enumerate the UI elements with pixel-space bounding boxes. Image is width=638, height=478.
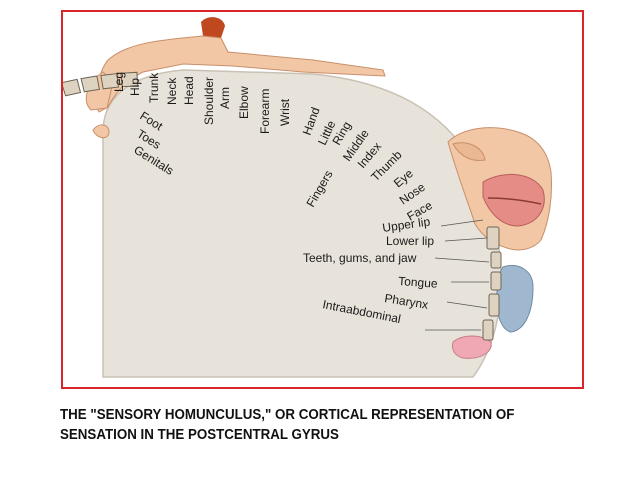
homunculus-hair xyxy=(201,17,225,38)
homunculus-tongue xyxy=(496,265,534,333)
caption-line-1: THE "SENSORY HOMUNCULUS," OR CORTICAL RE… xyxy=(60,407,515,423)
caption-line-2: SENSATION IN THE POSTCENTRAL GYRUS xyxy=(60,427,339,443)
cortical-segments xyxy=(63,71,502,341)
label-shoulder: Shoulder xyxy=(202,77,216,125)
figure-caption: THE "SENSORY HOMUNCULUS," OR CORTICAL RE… xyxy=(60,405,575,445)
leader-line xyxy=(446,301,488,309)
label-arm: Arm xyxy=(218,87,232,109)
cortical-segment xyxy=(80,75,100,93)
cortical-segment xyxy=(63,78,82,97)
diagram-frame: Leg Hip Trunk Neck Head Shoulder Arm Elb… xyxy=(61,10,584,389)
cortical-segment xyxy=(120,71,139,88)
label-leaders xyxy=(425,219,490,331)
leader-line xyxy=(440,219,484,227)
homunculus-genitals xyxy=(92,124,110,139)
leader-line xyxy=(434,257,490,263)
label-head: Head xyxy=(182,76,196,105)
cortical-segment xyxy=(486,226,500,250)
label-tongue: Tongue xyxy=(398,274,439,291)
label-wrist: Wrist xyxy=(278,98,292,126)
homunculus-pharynx xyxy=(452,335,492,359)
label-elbow: Elbow xyxy=(237,86,251,119)
brain-cross-section xyxy=(102,69,503,378)
label-lower-lip: Lower lip xyxy=(386,234,434,248)
cortical-segment xyxy=(490,271,502,291)
homunculus-lips xyxy=(482,173,545,227)
cortical-segment xyxy=(490,251,502,269)
label-teeth-gums-jaw: Teeth, gums, and jaw xyxy=(303,251,417,265)
leader-line xyxy=(444,237,488,242)
label-forearm: Forearm xyxy=(258,89,272,134)
label-hip: Hip xyxy=(128,78,142,96)
cortical-segment xyxy=(482,319,494,341)
label-upper-lip: Upper lip xyxy=(381,214,431,235)
homunculus-diagram: Leg Hip Trunk Neck Head Shoulder Arm Elb… xyxy=(63,17,552,378)
label-pharynx: Pharynx xyxy=(384,291,430,312)
label-trunk: Trunk xyxy=(147,72,161,103)
label-neck: Neck xyxy=(165,77,179,105)
label-leg: Leg xyxy=(112,72,126,92)
cortical-segment xyxy=(100,73,120,90)
homunculus-nose xyxy=(452,142,486,161)
homunculus-mouth-line xyxy=(487,197,542,205)
cortical-segment xyxy=(488,293,500,317)
